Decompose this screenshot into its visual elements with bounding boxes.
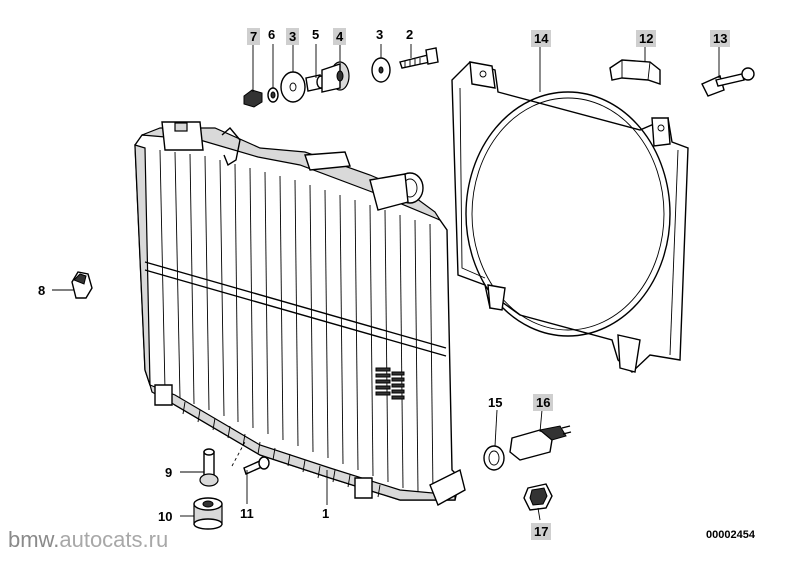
callout-14: 14 [531,30,552,47]
watermark-site: autocats.ru [59,527,169,552]
callout-4: 4 [333,28,347,45]
drain-plug-part-17 [523,483,553,511]
radiator [134,121,466,506]
pin-part-13 [701,67,755,97]
clamp-part-12 [609,59,661,85]
callout-13: 13 [710,30,731,47]
callout-11: 11 [240,506,254,521]
diagram-id: 00002454 [706,529,755,541]
callout-1: 1 [322,506,330,521]
nut-part-7 [243,89,263,108]
rubber-mount-part-4 [321,61,350,93]
callout-16: 16 [533,394,554,411]
callout-10: 10 [158,509,173,524]
fan-shroud [451,61,689,373]
callout-7: 7 [247,28,261,45]
screw-part-11 [231,439,270,475]
watermark-brand: bmw. [8,527,60,552]
callout-9: 9 [165,465,173,480]
washer-part-6 [267,87,279,103]
grommet-part-10 [193,497,223,530]
bolt-part-2 [399,47,439,69]
disc-part-3-left [280,71,306,103]
callout-2: 2 [406,27,414,42]
leader-lines [52,44,720,521]
disc-part-3-right [371,57,391,83]
callout-3-left: 3 [286,28,300,45]
callout-3-right: 3 [376,27,384,42]
callout-8: 8 [38,283,46,298]
screw-part-9 [199,448,219,487]
clip-part-8 [71,271,93,299]
callout-5: 5 [312,27,320,42]
callout-15: 15 [488,395,503,410]
callout-17: 17 [531,523,552,540]
seal-ring-part-15 [483,445,505,471]
temperature-switch-part-16 [509,425,572,461]
callout-12: 12 [636,30,657,47]
watermark: bmw.autocats.ru [8,527,168,553]
callout-6: 6 [268,27,276,42]
